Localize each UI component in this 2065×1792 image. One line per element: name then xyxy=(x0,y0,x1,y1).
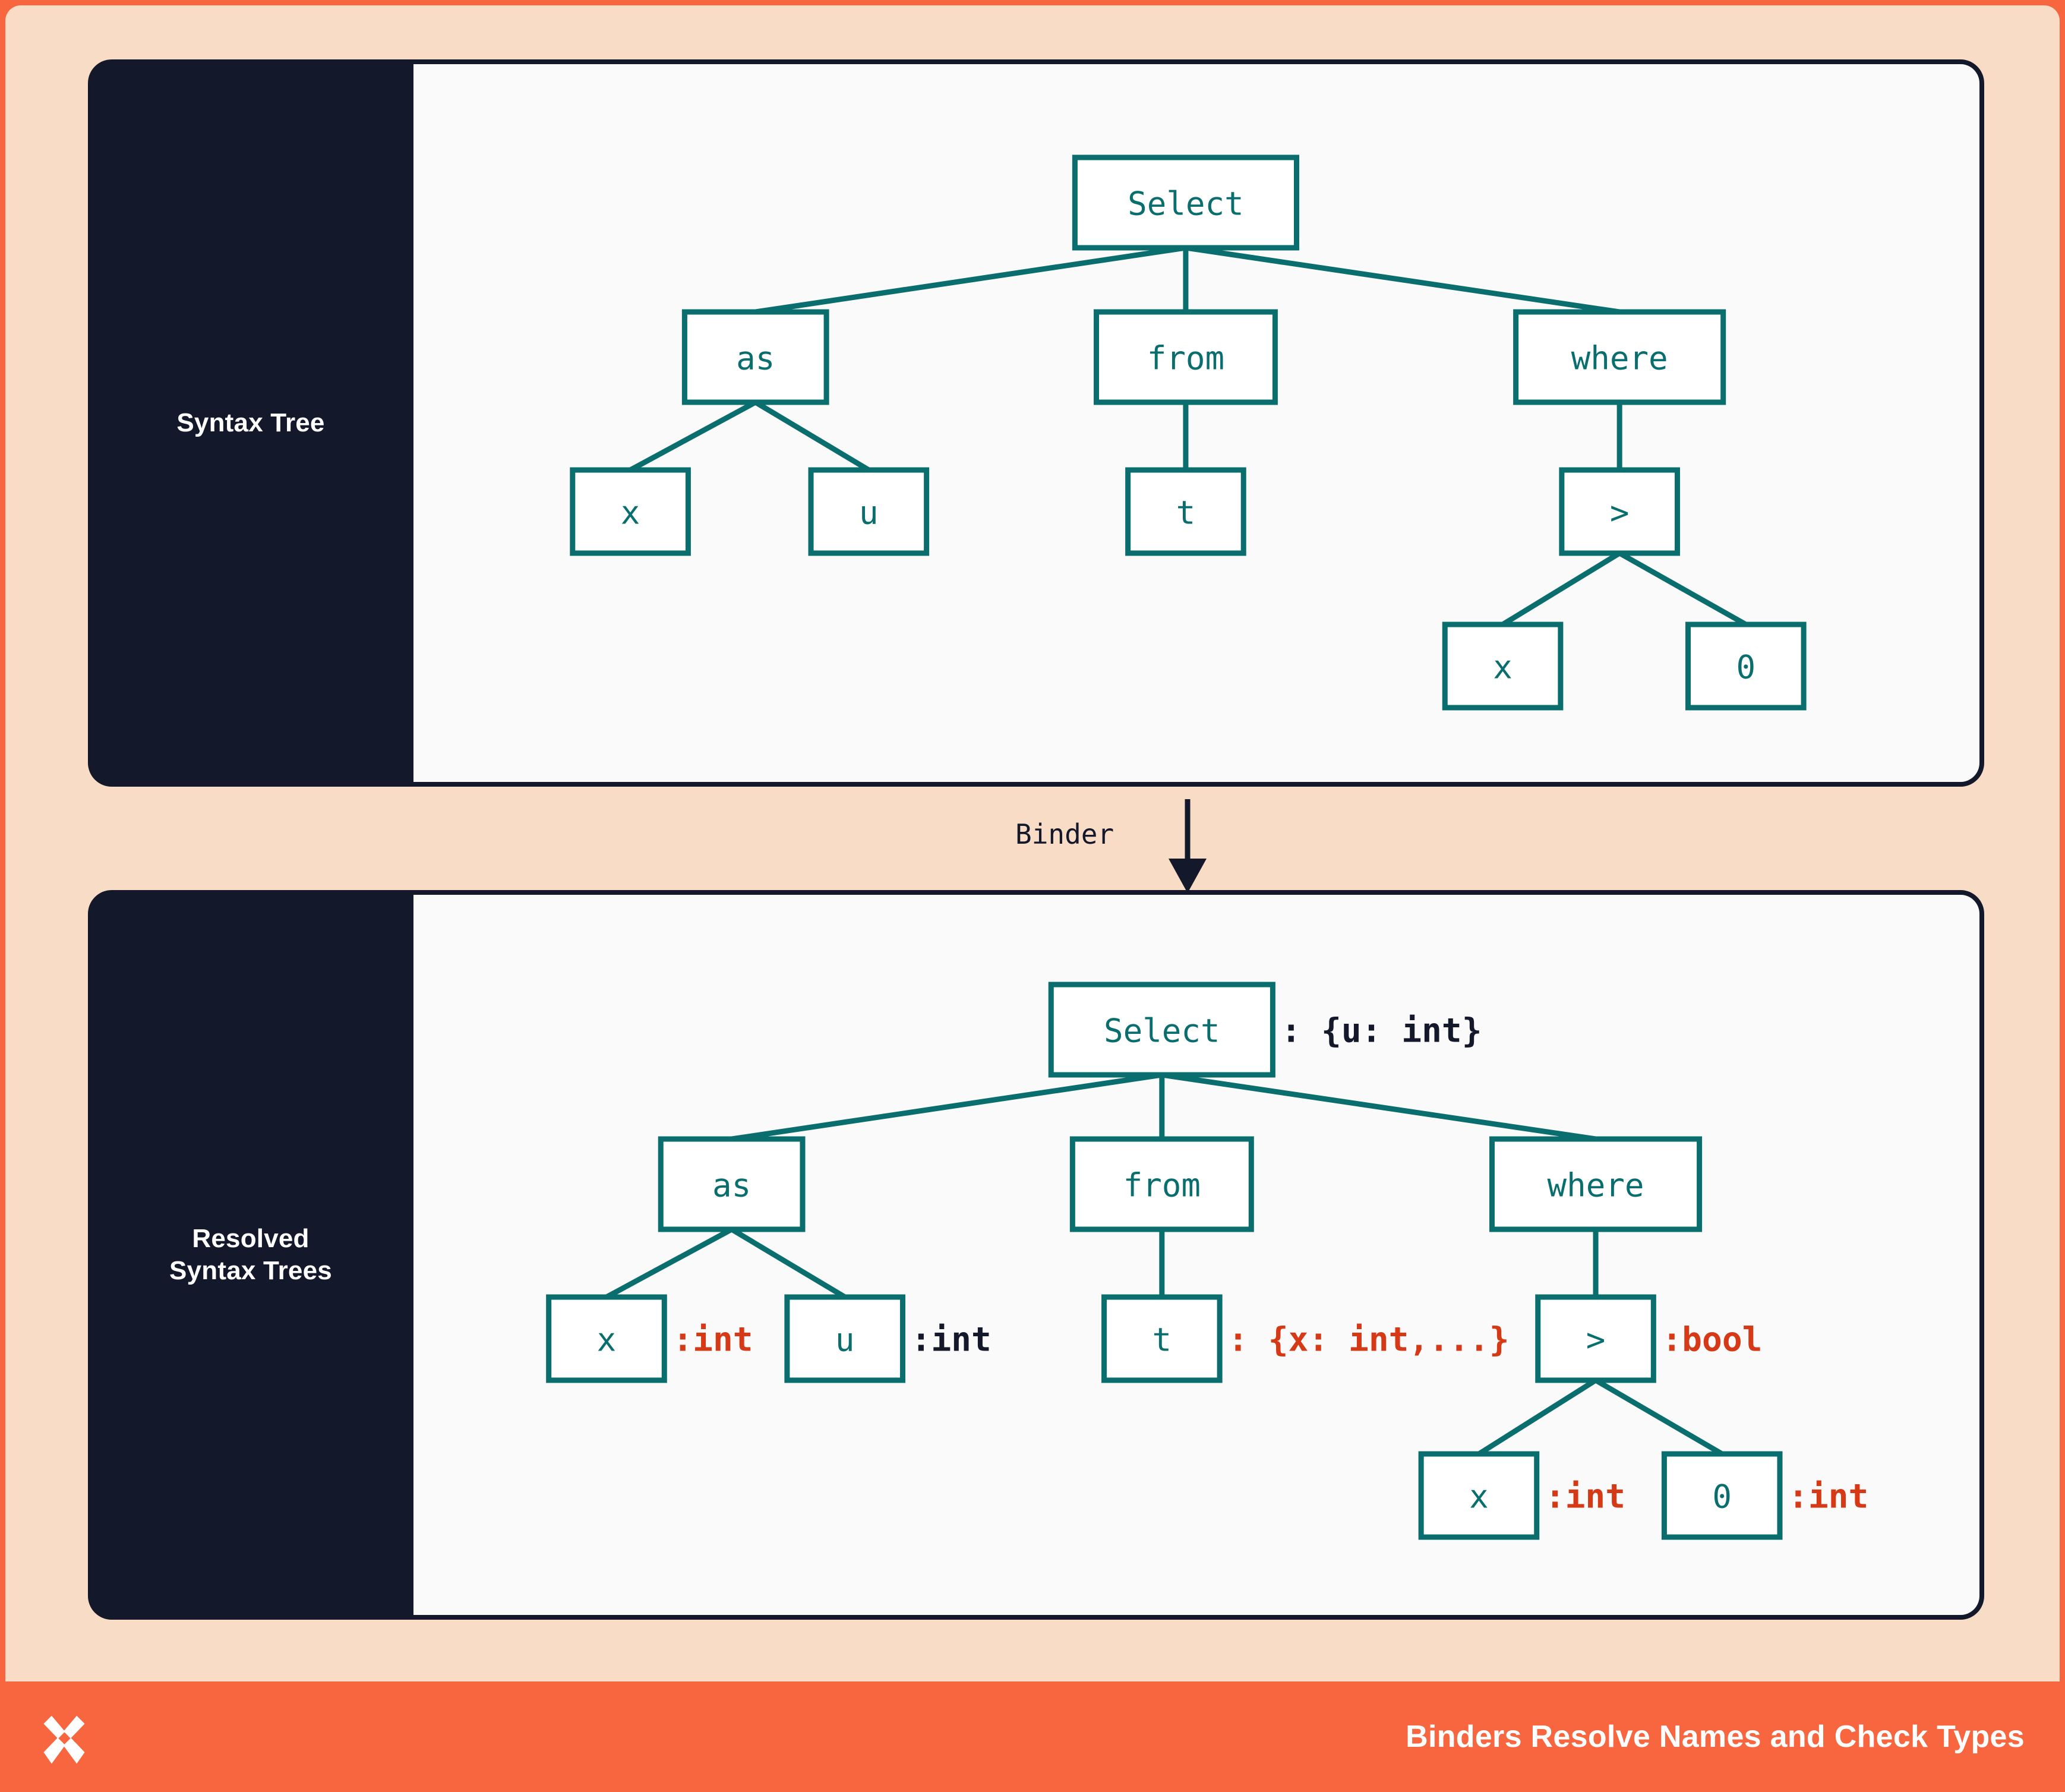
tree-node-annotation: :int xyxy=(1788,1478,1868,1516)
tree-node-box xyxy=(1418,1451,1540,1540)
tree-node: where xyxy=(1513,309,1726,405)
footer-bar: Binders Resolve Names and Check Types xyxy=(0,1681,2065,1792)
tree-edge xyxy=(754,400,870,472)
tree-node-label: Select xyxy=(1104,1012,1220,1050)
tree-node: x :int xyxy=(1418,1451,1625,1540)
tree-node-box xyxy=(681,309,829,405)
tree-node-annotation: :int xyxy=(911,1321,992,1359)
tree-node: as xyxy=(658,1136,806,1232)
tree-node-label: x xyxy=(597,1321,617,1359)
tree-node-box xyxy=(1559,467,1680,556)
tree-node-label: t xyxy=(1153,1321,1172,1359)
tree-node-label: from xyxy=(1123,1167,1201,1204)
tree-edge xyxy=(1594,1378,1723,1456)
panel-resolved-canvas: Select : {u: int} as from where x :int u :int t : … xyxy=(413,895,1979,1615)
tree-edge xyxy=(1618,551,1748,627)
tree-node-label: from xyxy=(1147,340,1224,377)
tree-node-annotation: :bool xyxy=(1662,1321,1762,1359)
binder-label: Binder xyxy=(1015,818,1114,850)
tree-node: Select : {u: int} xyxy=(1048,982,1482,1078)
tree-node-label: > xyxy=(1610,494,1630,532)
tree-node: from xyxy=(1093,309,1278,405)
panel-syntax-tree-sidebar: Syntax Tree xyxy=(88,59,413,787)
tree-node-box xyxy=(808,467,930,556)
tree-node: t xyxy=(1125,467,1246,556)
tree-node-box xyxy=(1535,1294,1656,1383)
tree-node: 0 :int xyxy=(1661,1451,1868,1540)
tree-node-box xyxy=(570,467,691,556)
tree-node-box xyxy=(1048,982,1275,1078)
tree-node-label: 0 xyxy=(1736,649,1756,686)
tree-node-label: t xyxy=(1176,494,1196,532)
tree-node-label: x xyxy=(621,494,640,532)
tree-node-annotation: : {x: int,...} xyxy=(1228,1321,1509,1359)
tree-edge xyxy=(605,1227,733,1299)
tree-edge xyxy=(730,1227,847,1299)
panel-syntax-tree-label: Syntax Tree xyxy=(176,408,325,438)
poster-canvas: Syntax Tree Select as from where x u t > x 0 Bind… xyxy=(5,5,2060,1787)
footer-caption: Binders Resolve Names and Check Types xyxy=(1406,1720,2025,1754)
tree-node: as xyxy=(681,309,829,405)
tree-edge xyxy=(629,400,757,472)
tree-edge xyxy=(1185,245,1620,315)
tree-node-label: x xyxy=(1493,649,1513,686)
tree-node: > :bool xyxy=(1535,1294,1762,1383)
tree-node-label: Select xyxy=(1128,185,1244,223)
tree-node-box xyxy=(1093,309,1278,405)
tree-node-box xyxy=(784,1294,906,1383)
tree-node-label: u xyxy=(859,494,879,532)
tree-node-box xyxy=(1125,467,1246,556)
tree-edge xyxy=(1501,551,1621,627)
tree-node-label: x xyxy=(1469,1478,1489,1516)
tree-node-box xyxy=(658,1136,806,1232)
tree-node-box xyxy=(1489,1136,1703,1232)
tree-node-label: as xyxy=(736,340,775,377)
tree-node-label: as xyxy=(712,1167,751,1204)
tree-node: from xyxy=(1069,1136,1254,1232)
tree-node-box xyxy=(1442,621,1564,711)
tree-node: Select xyxy=(1072,154,1300,251)
tree-node: x :int xyxy=(546,1294,753,1383)
tree-node-label: where xyxy=(1548,1167,1644,1204)
panel-resolved-syntax-trees: Resolved Syntax Trees Select : {u: int} as… xyxy=(88,890,1984,1620)
syntax-tree-graph: Select as from where x u t > x 0 xyxy=(570,154,1807,711)
tree-node-box xyxy=(1101,1294,1223,1383)
panel-resolved-sidebar: Resolved Syntax Trees xyxy=(88,890,413,1620)
tree-node: t : {x: int,...} xyxy=(1101,1294,1510,1383)
tree-node: 0 xyxy=(1685,621,1807,711)
tree-node-annotation: :int xyxy=(672,1321,753,1359)
x-logo-icon xyxy=(43,1715,85,1764)
panel-resolved-label: Resolved Syntax Trees xyxy=(169,1223,332,1286)
tree-node-annotation: :int xyxy=(1545,1478,1625,1516)
tree-node: where xyxy=(1489,1136,1703,1232)
panel-syntax-tree-canvas: Select as from where x u t > x 0 xyxy=(413,64,1979,782)
tree-edge xyxy=(731,1072,1163,1142)
tree-node: x xyxy=(1442,621,1564,711)
panel-resolved-label-line1: Resolved xyxy=(192,1224,310,1254)
tree-node-box xyxy=(1513,309,1726,405)
tree-node: > xyxy=(1559,467,1680,556)
tree-node-box xyxy=(1685,621,1807,711)
tree-node-box xyxy=(1661,1451,1783,1540)
tree-node-box xyxy=(1072,154,1300,251)
panel-resolved-label-line2: Syntax Trees xyxy=(169,1256,332,1285)
tree-node-annotation: : {u: int} xyxy=(1281,1012,1482,1050)
tree-node: x xyxy=(570,467,691,556)
tree-node-label: u xyxy=(835,1321,855,1359)
tree-edge xyxy=(755,245,1186,315)
tree-node-box xyxy=(546,1294,667,1383)
tree-edge xyxy=(1161,1072,1596,1142)
tree-node: u :int xyxy=(784,1294,992,1383)
tree-node-label: where xyxy=(1571,340,1668,377)
binder-arrow-icon xyxy=(1169,799,1207,893)
binder-transition: Binder xyxy=(1015,799,1324,894)
tree-node-box xyxy=(1069,1136,1254,1232)
tree-edge xyxy=(1477,1378,1597,1456)
panel-syntax-tree: Syntax Tree Select as from where x u t > x 0 xyxy=(88,59,1984,787)
tree-node-label: 0 xyxy=(1712,1478,1732,1516)
tree-node: u xyxy=(808,467,930,556)
tree-node-label: > xyxy=(1586,1321,1606,1359)
resolved-syntax-tree-graph: Select : {u: int} as from where x :int u :int t : … xyxy=(546,982,1868,1540)
